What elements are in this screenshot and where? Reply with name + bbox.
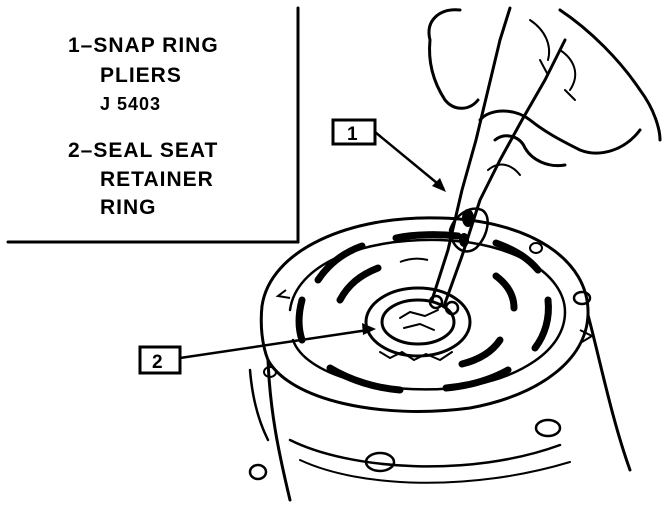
housing-lower-band-2 xyxy=(299,459,571,484)
bolt-boss-1 xyxy=(364,451,396,473)
slot xyxy=(458,336,504,368)
legend-item2-line1: 2–SEAL SEAT xyxy=(68,139,218,162)
hand-knuckles xyxy=(529,19,577,91)
pliers-pivot-hole-2 xyxy=(459,233,469,247)
slot xyxy=(442,366,512,392)
seal-seat-teeth xyxy=(379,351,453,361)
snap-ring-pliers xyxy=(428,6,567,316)
housing-flange-left xyxy=(248,368,270,442)
callout-1-leader xyxy=(373,130,445,190)
callout-2-leader xyxy=(178,328,370,360)
bolt-boss-3 xyxy=(572,290,592,306)
callout-1-arrowhead xyxy=(432,178,446,192)
rib xyxy=(399,257,429,263)
slot xyxy=(326,364,404,394)
legend-item1-line3: J 5403 xyxy=(100,94,161,114)
callout-1: 1 xyxy=(331,118,446,192)
seal-seat-detail xyxy=(399,309,439,331)
cover-outer-rim xyxy=(259,216,590,413)
housing xyxy=(248,216,632,502)
pliers-handle-right xyxy=(442,38,567,308)
callout-1-label: 1 xyxy=(347,124,358,145)
slot xyxy=(336,264,382,304)
hand-finger-1 xyxy=(478,109,642,155)
legend-box xyxy=(6,6,300,244)
bolt-boss-4 xyxy=(263,366,277,378)
pliers-pivot-hole xyxy=(462,209,474,227)
legend-item2-line2: RETAINER xyxy=(100,168,214,191)
slot xyxy=(531,296,552,352)
legend-item1-line1: 1–SNAP RING xyxy=(68,34,219,57)
slot xyxy=(492,272,518,312)
bolt-boss-5 xyxy=(529,242,543,254)
pliers-handle-left xyxy=(430,6,512,302)
seal-seat xyxy=(364,286,472,361)
pliers-tip-right xyxy=(444,300,460,316)
hand xyxy=(427,8,662,168)
callout-2-label: 2 xyxy=(152,352,163,373)
slot xyxy=(392,231,462,242)
slot xyxy=(295,296,306,344)
housing-lower-band xyxy=(288,438,562,468)
legend-item2-line3: RING xyxy=(100,196,157,219)
housing-right-edge xyxy=(586,313,632,472)
callout-2: 2 xyxy=(138,323,376,375)
callout-2-box xyxy=(138,345,182,375)
rib xyxy=(579,329,595,343)
rib xyxy=(275,289,291,299)
slot xyxy=(314,242,366,284)
pliers-tip-left xyxy=(428,294,444,310)
pliers-spring xyxy=(487,163,521,176)
hand-back xyxy=(558,8,662,142)
hand-thumb xyxy=(427,8,480,110)
seal-seat-outer xyxy=(364,286,472,358)
cover-ribbing xyxy=(275,257,595,343)
cover-slots xyxy=(295,231,552,394)
bolt-boss-2 xyxy=(534,418,562,438)
slot xyxy=(492,239,542,274)
bolt-hole xyxy=(248,463,268,481)
hand-creases xyxy=(539,59,576,101)
legend-item1-line2: PLIERS xyxy=(100,64,182,87)
hand-finger-2 xyxy=(493,134,567,168)
retainer-ring xyxy=(380,298,456,346)
